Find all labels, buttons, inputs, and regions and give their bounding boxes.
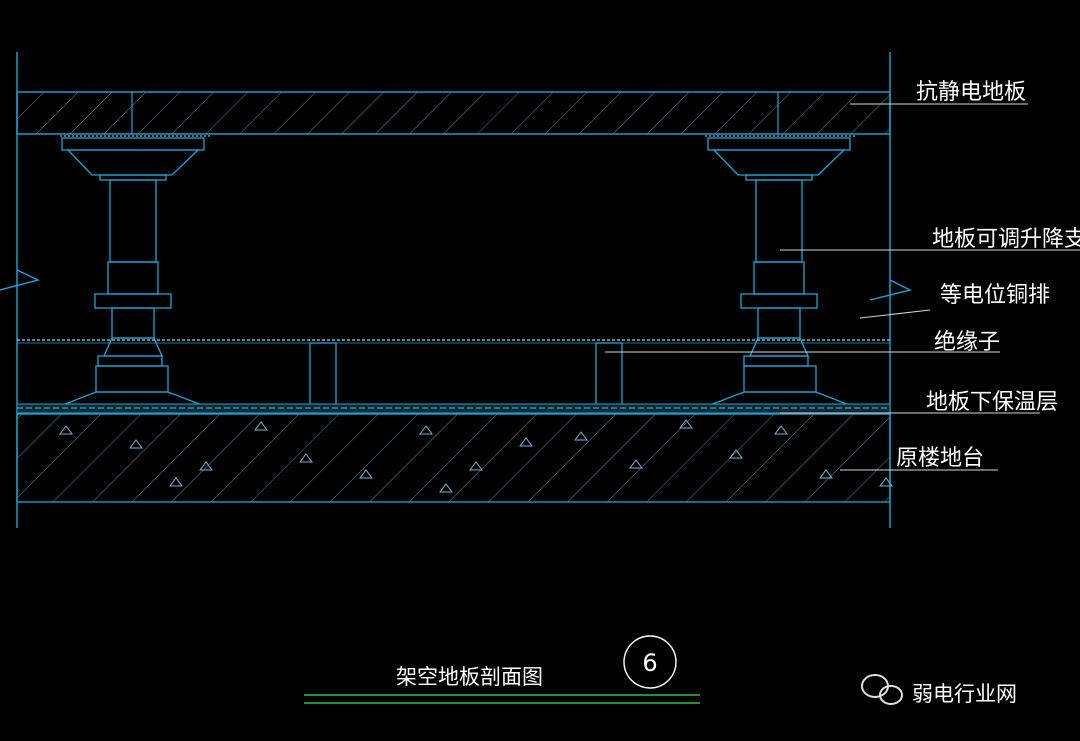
original-floor-slab — [16, 413, 893, 503]
under-floor-insulation-layer — [16, 403, 891, 414]
wechat-icon — [861, 674, 903, 705]
watermark-text: 弱电行业网 — [912, 682, 1017, 706]
label-insulation-layer: 地板下保温层 — [926, 390, 1058, 415]
insulator-posts — [309, 342, 623, 414]
label-adjustable-support: 地板可调升降支架 — [932, 227, 1080, 252]
detail-number-circle — [623, 635, 677, 689]
label-original-slab: 原楼地台 — [896, 446, 984, 471]
label-insulator: 绝缘子 — [934, 330, 1000, 355]
right-pedestal-support — [696, 137, 863, 411]
drawing-title: 架空地板剖面图 — [396, 665, 543, 689]
leader-lines — [605, 103, 1080, 471]
equipotential-copper-bar — [17, 339, 890, 344]
left-pedestal-support — [49, 137, 216, 411]
detail-number: 6 — [642, 649, 657, 677]
antistatic-floor-panel — [16, 91, 891, 137]
label-antistatic-floor: 抗静电地板 — [916, 80, 1026, 105]
label-equipotential-bar: 等电位铜排 — [940, 283, 1050, 308]
